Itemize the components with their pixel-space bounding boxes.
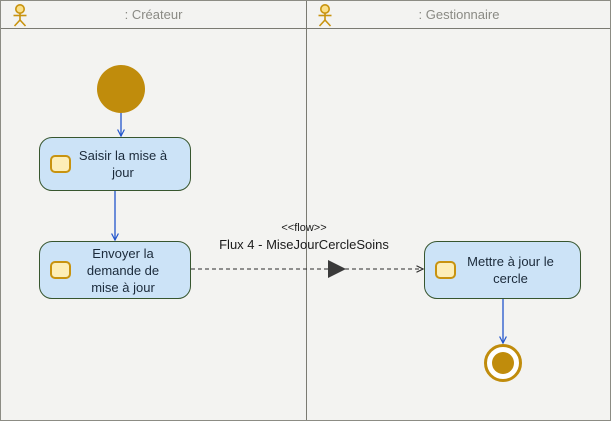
- lane-header-gestionnaire[interactable]: : Gestionnaire: [306, 1, 610, 29]
- flow-name-label: Flux 4 - MiseJourCercleSoins: [219, 237, 389, 252]
- activity-label: Mettre à jour le cercle: [467, 254, 554, 286]
- flow-direction-arrowhead: [328, 260, 346, 278]
- activity-node-envoyer[interactable]: Envoyer la demande de mise à jour: [39, 241, 191, 299]
- action-icon: [50, 155, 71, 173]
- activity-label: Saisir la mise à jour: [78, 148, 168, 180]
- activity-label: Envoyer la demande de mise à jour: [86, 245, 160, 295]
- lane-title-createur: : Créateur: [124, 7, 183, 22]
- activity-node-saisir[interactable]: Saisir la mise à jour: [39, 137, 191, 191]
- flow-stereotype-label: <<flow>>: [281, 222, 327, 234]
- final-node[interactable]: [484, 344, 522, 382]
- final-node-inner: [492, 352, 514, 374]
- lane-divider: [306, 1, 307, 420]
- initial-node[interactable]: [97, 65, 145, 113]
- action-icon: [435, 261, 456, 279]
- actor-stick-figure-icon: [314, 4, 336, 27]
- activity-node-mettre-a-jour[interactable]: Mettre à jour le cercle: [424, 241, 581, 299]
- action-icon: [50, 261, 71, 279]
- lane-title-gestionnaire: : Gestionnaire: [418, 7, 500, 22]
- actor-stick-figure-icon: [9, 4, 31, 27]
- lane-header-createur[interactable]: : Créateur: [1, 1, 306, 29]
